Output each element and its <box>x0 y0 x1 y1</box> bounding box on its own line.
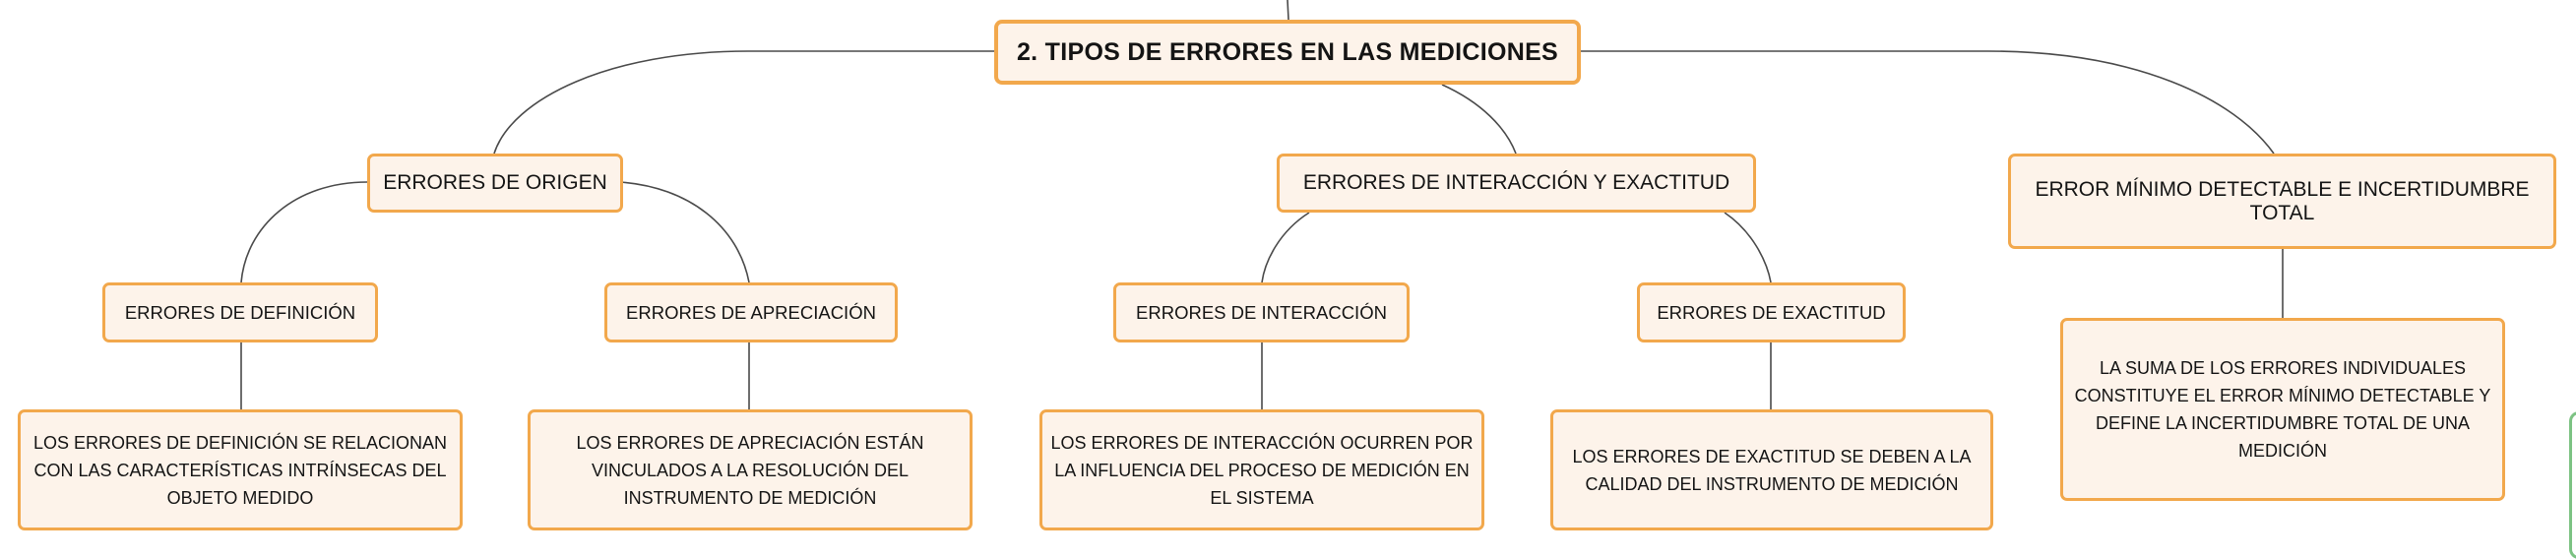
connector-root-to-origen <box>493 50 994 155</box>
connector-interaccion-exactitud-to-interaccion <box>1261 212 1310 283</box>
detail-errores-de-definicion-text: LOS ERRORES DE DEFINICIÓN SE RELACIONAN … <box>32 432 448 508</box>
node-errores-de-definicion[interactable]: ERRORES DE DEFINICIÓN <box>102 282 378 342</box>
connector-origen-to-definicion <box>240 181 368 283</box>
connector-root-to-interaccion-exactitud <box>1441 84 1517 155</box>
node-errores-de-apreciacion-label: ERRORES DE APRECIACIÓN <box>626 301 876 323</box>
node-errores-de-interaccion-y-exactitud[interactable]: ERRORES DE INTERACCIÓN Y EXACTITUD <box>1277 154 1756 213</box>
node-errores-de-origen[interactable]: ERRORES DE ORIGEN <box>367 154 623 213</box>
node-errores-de-interaccion-y-exactitud-label: ERRORES DE INTERACCIÓN Y EXACTITUD <box>1302 171 1730 194</box>
root-node[interactable]: 2. TIPOS DE ERRORES EN LAS MEDICIONES <box>994 20 1581 85</box>
detail-errores-de-interaccion[interactable]: LOS ERRORES DE INTERACCIÓN OCURREN POR L… <box>1039 409 1484 530</box>
node-error-minimo-detectable[interactable]: ERROR MÍNIMO DETECTABLE E INCERTIDUMBRE … <box>2008 154 2556 249</box>
detail-errores-de-exactitud[interactable]: LOS ERRORES DE EXACTITUD SE DEBEN A LA C… <box>1550 409 1993 530</box>
node-errores-de-interaccion-label: ERRORES DE INTERACCIÓN <box>1136 301 1387 323</box>
node-errores-de-interaccion[interactable]: ERRORES DE INTERACCIÓN <box>1113 282 1410 342</box>
connector-interaccion-exactitud-to-exactitud <box>1724 212 1772 283</box>
node-errores-de-origen-label: ERRORES DE ORIGEN <box>383 171 607 194</box>
detail-errores-de-definicion[interactable]: LOS ERRORES DE DEFINICIÓN SE RELACIONAN … <box>18 409 463 530</box>
connector-origen-to-apreciacion <box>619 181 750 283</box>
node-errores-de-definicion-label: ERRORES DE DEFINICIÓN <box>124 301 356 323</box>
side-panel-edge[interactable] <box>2569 411 2576 559</box>
detail-errores-de-apreciacion-text: LOS ERRORES DE APRECIACIÓN ESTÁN VINCULA… <box>576 432 924 508</box>
detail-errores-de-exactitud-text: LOS ERRORES DE EXACTITUD SE DEBEN A LA C… <box>1572 446 1972 494</box>
node-errores-de-exactitud-label: ERRORES DE EXACTITUD <box>1657 301 1886 323</box>
detail-errores-de-apreciacion[interactable]: LOS ERRORES DE APRECIACIÓN ESTÁN VINCULA… <box>528 409 973 530</box>
node-errores-de-exactitud[interactable]: ERRORES DE EXACTITUD <box>1637 282 1906 342</box>
detail-error-minimo-detectable-text: LA SUMA DE LOS ERRORES INDIVIDUALES CONS… <box>2074 358 2491 461</box>
node-error-minimo-detectable-label: ERROR MÍNIMO DETECTABLE E INCERTIDUMBRE … <box>2035 177 2530 224</box>
detail-errores-de-interaccion-text: LOS ERRORES DE INTERACCIÓN OCURREN POR L… <box>1050 432 1474 508</box>
root-node-label: 2. TIPOS DE ERRORES EN LAS MEDICIONES <box>1016 37 1559 66</box>
detail-error-minimo-detectable[interactable]: LA SUMA DE LOS ERRORES INDIVIDUALES CONS… <box>2060 318 2505 501</box>
node-errores-de-apreciacion[interactable]: ERRORES DE APRECIACIÓN <box>604 282 898 342</box>
connector-root-to-minimo <box>1581 50 2275 155</box>
